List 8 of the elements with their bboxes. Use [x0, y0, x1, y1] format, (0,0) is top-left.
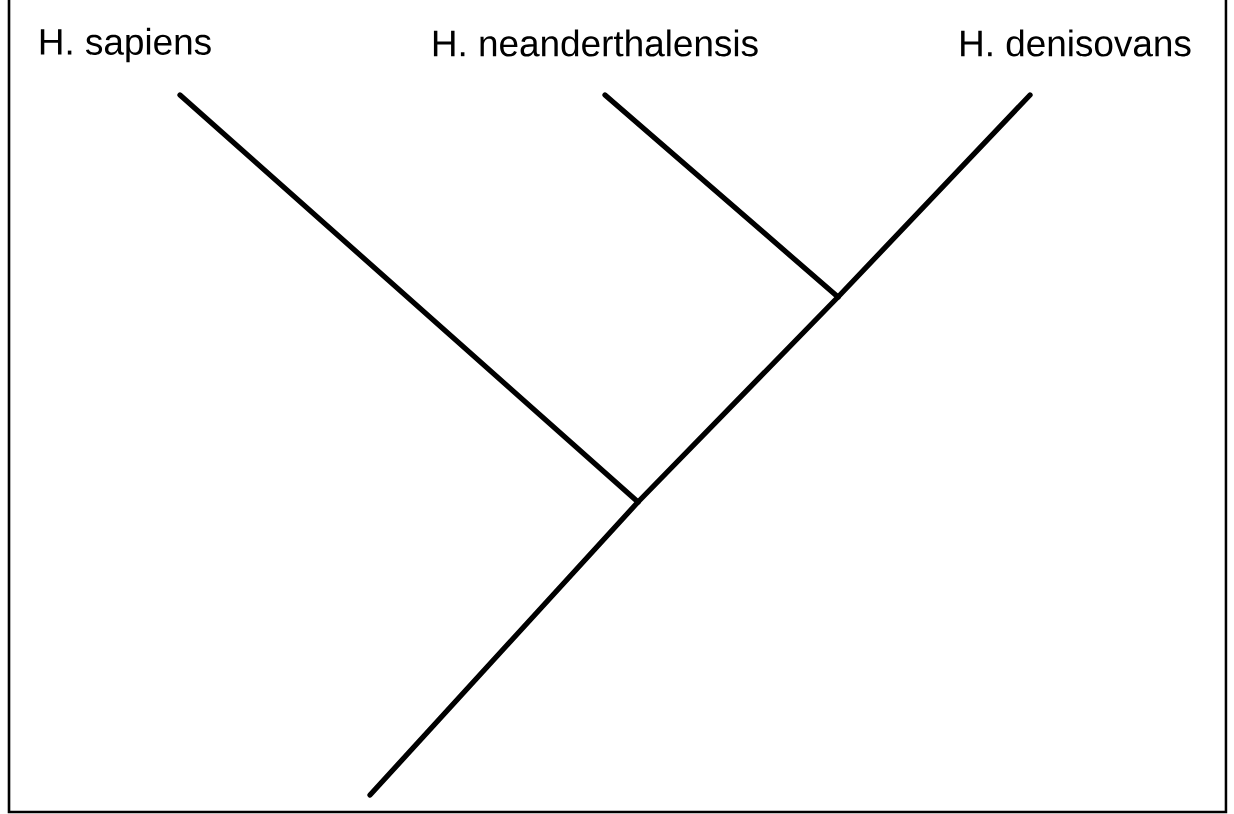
branch-line — [602, 92, 841, 300]
branch-line — [367, 499, 641, 798]
taxon-label: H. denisovans — [961, 29, 1191, 57]
taxon-label: H. sapiens — [40, 27, 211, 63]
branch-line — [635, 294, 841, 505]
branch-line — [177, 92, 641, 505]
branch-line — [835, 92, 1033, 300]
taxon-label: H. neanderthalensis — [433, 29, 758, 57]
